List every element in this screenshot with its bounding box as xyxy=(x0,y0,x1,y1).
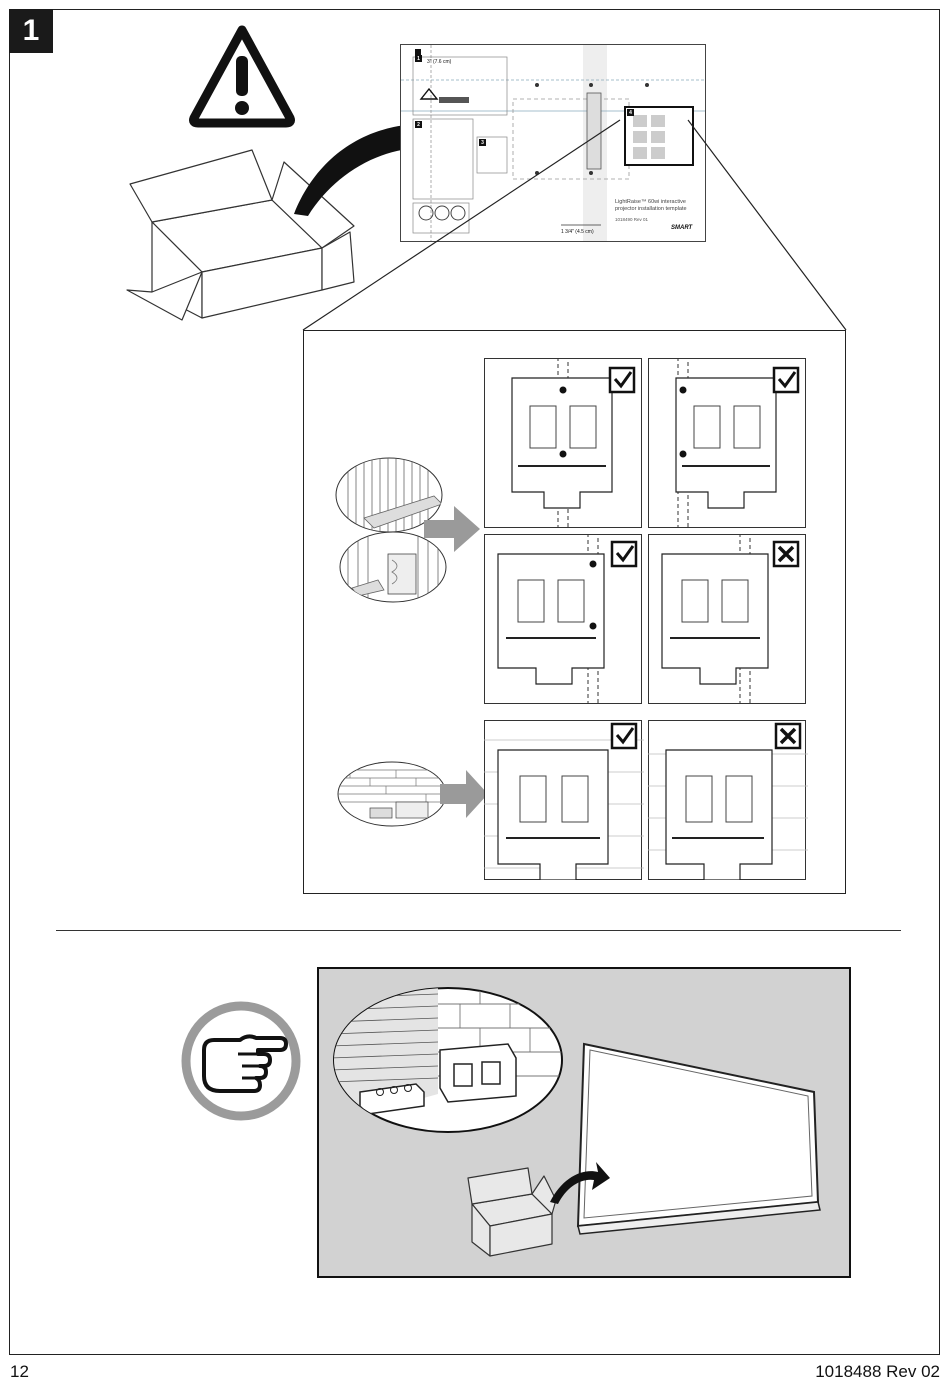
masonry-wall-illustration xyxy=(337,761,447,827)
template-dim-top: 3" (7.6 cm) xyxy=(427,59,452,65)
mount-option-masonry-incorrect xyxy=(648,720,808,880)
mount-option-stud-left xyxy=(648,358,806,528)
template-step-label: 4 xyxy=(627,109,634,116)
installation-template-sheet: 3" (7.6 cm) 1 3/4" (4.5 cm) LightRaise™ … xyxy=(400,44,706,242)
template-title: LightRaise™ 60wi interactive projector i… xyxy=(615,199,687,212)
mount-option-no-stud xyxy=(648,534,806,704)
mount-option-masonry-correct xyxy=(484,720,644,880)
template-step-label: 2 xyxy=(415,121,422,128)
template-brand: SMART xyxy=(671,225,693,231)
template-drawing xyxy=(401,45,705,241)
page-frame xyxy=(9,9,940,1355)
open-box-small-icon xyxy=(467,1162,610,1257)
wood-stud-wall-illustration xyxy=(335,457,443,533)
section-divider xyxy=(56,930,901,931)
wood-panel-wall-illustration xyxy=(339,531,447,603)
template-dim-bottom: 1 3/4" (4.5 cm) xyxy=(561,229,594,235)
document-revision: 1018488 Rev 02 xyxy=(815,1362,940,1381)
template-part-number: 1018490 Rev 01 xyxy=(615,217,649,222)
masonry-wall-closeup-illustration xyxy=(333,987,563,1133)
mount-option-stud-right xyxy=(484,534,642,704)
step-number-badge: 1 xyxy=(9,9,53,53)
template-step-1-badge xyxy=(415,49,421,55)
mount-option-stud-centered xyxy=(484,358,642,528)
zoom-callout-lines xyxy=(302,119,847,331)
template-step-label: 3 xyxy=(479,139,486,146)
open-box-icon xyxy=(126,149,355,321)
warning-icon xyxy=(189,25,295,128)
gray-arrow-icon xyxy=(424,506,480,552)
page-number: 12 xyxy=(10,1362,29,1381)
template-step-label: 1 xyxy=(415,55,422,62)
gray-arrow-icon xyxy=(440,770,488,818)
pointing-hand-icon xyxy=(181,1001,301,1121)
whiteboard-icon xyxy=(576,1042,821,1235)
